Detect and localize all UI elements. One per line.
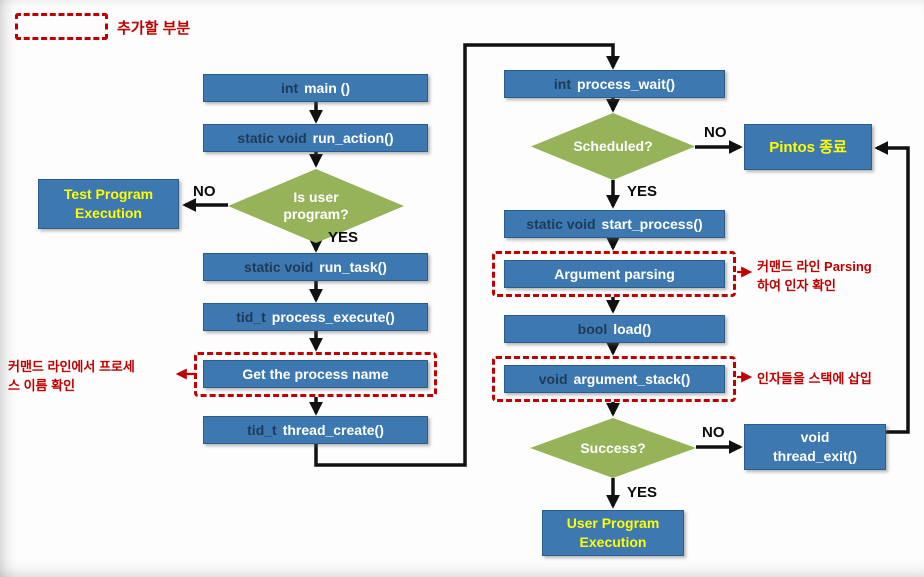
node-thread-exit-line2: thread_exit(): [772, 448, 858, 464]
node-run-action-name: run_action(): [312, 130, 394, 146]
decision-success: Success?: [530, 418, 696, 478]
node-pintos-exit: Pintos 종료: [744, 124, 872, 170]
label-no-success: NO: [702, 424, 725, 441]
highlight-argument-parsing: [492, 251, 736, 297]
label-yes-success: YES: [627, 484, 658, 501]
node-process-execute: tid_t process_execute(): [203, 303, 428, 331]
annotation-get-process-name-line2: 스 이름 확인: [8, 378, 76, 393]
node-main-keyword: int: [281, 80, 299, 96]
decision-is-user-program-line1: Is user: [293, 189, 339, 205]
node-thread-create: tid_t thread_create(): [203, 416, 428, 444]
decision-is-user-program-line2: program?: [283, 206, 349, 222]
decision-success-label: Success?: [580, 439, 646, 456]
annotation-get-process-name: 커맨드 라인에서 프로세 스 이름 확인: [8, 357, 135, 395]
node-test-program-execution: Test Program Execution: [38, 179, 179, 229]
node-argument-stack-name: argument_stack(): [573, 371, 691, 387]
node-argument-stack: void argument_stack(): [504, 365, 725, 393]
node-argument-parsing-label: Argument parsing: [554, 266, 675, 282]
node-thread-create-keyword: tid_t: [247, 422, 277, 438]
node-argument-parsing: Argument parsing: [504, 260, 725, 288]
node-start-process-keyword: static void: [526, 216, 596, 232]
node-process-execute-keyword: tid_t: [236, 309, 266, 325]
annotation-argument-stack-line1: 인자들을 스택에 삽입: [757, 371, 872, 386]
node-thread-create-name: thread_create(): [282, 422, 384, 438]
decision-is-user-program: Is user program?: [228, 169, 404, 243]
node-get-process-name-label: Get the process name: [242, 366, 389, 382]
node-test-program-line1: Test Program: [63, 186, 154, 202]
node-user-program-line2: Execution: [579, 534, 647, 550]
decision-scheduled: Scheduled?: [531, 113, 695, 180]
label-yes-scheduled: YES: [627, 183, 658, 200]
label-no-scheduled: NO: [704, 124, 727, 141]
arrow-thread-exit-to-pintos-exit: [874, 141, 910, 434]
label-yes-is-user-program: YES: [328, 229, 359, 246]
annotation-argument-parsing: 커맨드 라인 Parsing 하여 인자 확인: [757, 257, 872, 295]
node-load-keyword: bool: [577, 321, 608, 337]
node-load-name: load(): [613, 321, 652, 337]
decision-scheduled-label: Scheduled?: [573, 138, 653, 154]
node-process-wait-keyword: int: [553, 76, 572, 92]
node-start-process: static void start_process(): [504, 210, 725, 238]
node-get-process-name: Get the process name: [203, 360, 428, 388]
node-run-task: static void run_task(): [203, 253, 428, 281]
node-argument-stack-keyword: void: [538, 371, 568, 387]
legend-label: 추가할 부분: [117, 20, 191, 37]
annotation-argument-parsing-line1: 커맨드 라인 Parsing: [757, 259, 872, 274]
node-test-program-line2: Execution: [75, 205, 142, 221]
highlight-argument-stack: [492, 356, 736, 402]
node-process-wait: int process_wait(): [504, 70, 725, 98]
annotation-argument-stack: 인자들을 스택에 삽입: [757, 369, 872, 388]
node-user-program-line1: User Program: [566, 515, 660, 531]
highlight-get-process-name: [194, 352, 437, 397]
annotation-argument-parsing-line2: 하여 인자 확인: [757, 278, 836, 293]
node-run-action: static void run_action(): [203, 124, 428, 152]
legend-dashed-box: [15, 13, 108, 40]
node-start-process-name: start_process(): [601, 216, 703, 232]
node-run-task-keyword: static void: [244, 259, 314, 275]
annotation-get-process-name-line1: 커맨드 라인에서 프로세: [8, 359, 135, 374]
node-thread-exit-line1: void: [800, 429, 830, 445]
node-process-execute-name: process_execute(): [271, 309, 395, 325]
node-thread-exit: void thread_exit(): [744, 424, 886, 470]
node-main: int main (): [203, 74, 428, 102]
node-load: bool load(): [504, 315, 725, 343]
node-run-task-name: run_task(): [319, 259, 387, 275]
node-pintos-exit-label: Pintos 종료: [769, 138, 847, 156]
node-user-program-execution: User Program Execution: [542, 510, 684, 556]
label-no-is-user-program: NO: [193, 183, 216, 200]
node-process-wait-name: process_wait(): [577, 76, 676, 92]
node-main-name: main (): [304, 80, 350, 96]
node-run-action-keyword: static void: [237, 130, 307, 146]
